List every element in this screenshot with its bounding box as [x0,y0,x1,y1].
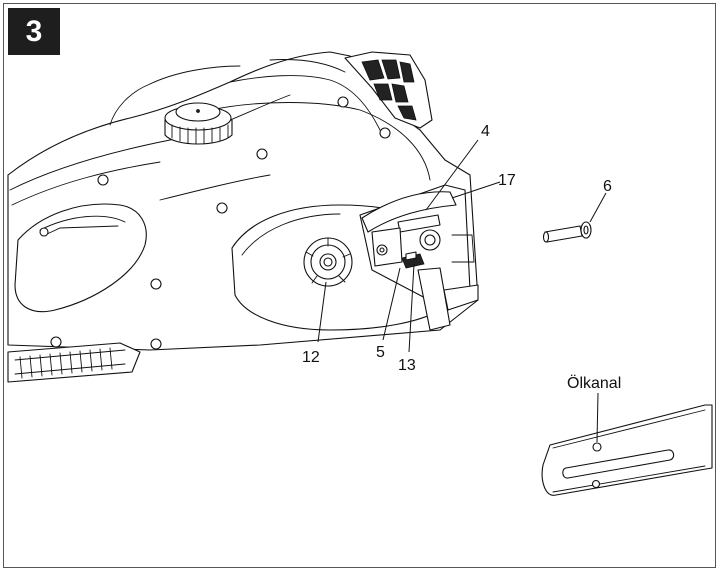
callout-12: 12 [302,349,320,366]
callout-4: 4 [481,123,490,140]
guide-bar-bolt [542,221,592,243]
leader-17 [451,181,501,199]
leader-6 [589,192,607,223]
leader-4 [425,139,479,211]
rear-grip [7,342,141,383]
leader-13 [408,263,415,353]
figure-frame [3,3,716,568]
leader-12 [317,281,327,343]
callout-6: 6 [603,178,612,195]
callout-5: 5 [376,344,385,361]
motor-vents [344,51,433,129]
callout-17: 17 [498,172,516,189]
figure-number-badge: 3 [8,8,60,55]
chain-sprocket [303,237,353,287]
leader-oil-channel [596,392,599,443]
callout-leaders [317,139,607,443]
oil-tank-cap [164,102,233,145]
leader-5 [382,267,401,341]
callout-13: 13 [398,357,416,374]
callout-oil-channel: Ölkanal [567,374,621,392]
guide-bar [541,404,713,496]
